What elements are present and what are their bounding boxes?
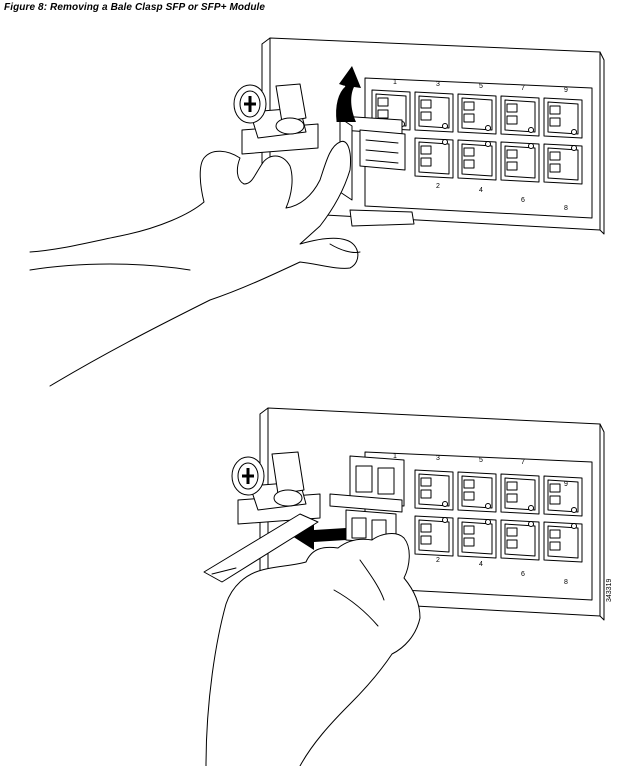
port-number-label: 5 (479, 457, 483, 464)
sfp-port (543, 143, 583, 185)
curved-up-arrow-icon (334, 66, 361, 123)
sfp-port (500, 141, 540, 183)
port-number-label: 5 (479, 83, 483, 90)
sfp-port (457, 139, 497, 181)
top-panel: 1 3 5 7 9 2 4 6 8 (29, 37, 605, 387)
port-grid-bottom (414, 469, 583, 563)
port-number-label: 7 (521, 459, 525, 466)
sfp-port (414, 137, 454, 179)
port-number-label: 9 (564, 481, 568, 488)
sfp-port (500, 519, 540, 561)
port-number-label: 2 (436, 183, 440, 190)
port-number-label: 1 (393, 79, 397, 86)
sfp-module-bottom (329, 455, 405, 545)
sfp-port (543, 97, 583, 139)
port-number-label: 3 (436, 455, 440, 462)
port-number-label: 9 (564, 87, 568, 94)
sfp-port (500, 473, 540, 515)
sfp-port (414, 515, 454, 557)
sfp-port (414, 469, 454, 511)
sfp-port (543, 521, 583, 563)
port-number-label: 4 (479, 187, 483, 194)
port-number-label: 4 (479, 561, 483, 568)
port-number-label: 6 (521, 571, 525, 578)
grounding-screw-icon (203, 451, 321, 583)
port-number-label: 6 (521, 197, 525, 204)
grounding-screw-icon (233, 83, 319, 155)
port-number-label: 8 (564, 579, 568, 586)
figure-caption: Figure 8: Removing a Bale Clasp SFP or S… (4, 2, 266, 13)
hand-top (29, 140, 359, 387)
sfp-port (457, 471, 497, 513)
port-number-label: 2 (436, 557, 440, 564)
port-number-label: 1 (393, 453, 397, 460)
port-grid-top (371, 89, 583, 185)
sfp-port (500, 95, 540, 137)
sfp-port (457, 517, 497, 559)
bottom-panel: 1 3 5 7 9 2 4 6 8 (203, 407, 605, 766)
hand-bottom (205, 533, 421, 766)
sfp-port (543, 475, 583, 517)
sfp-module-top (339, 115, 415, 227)
sfp-port (414, 91, 454, 133)
port-number-label: 7 (521, 85, 525, 92)
sfp-port (457, 93, 497, 135)
port-number-label: 8 (564, 205, 568, 212)
port-number-label: 3 (436, 81, 440, 88)
figure-id: 343319 (606, 579, 613, 602)
